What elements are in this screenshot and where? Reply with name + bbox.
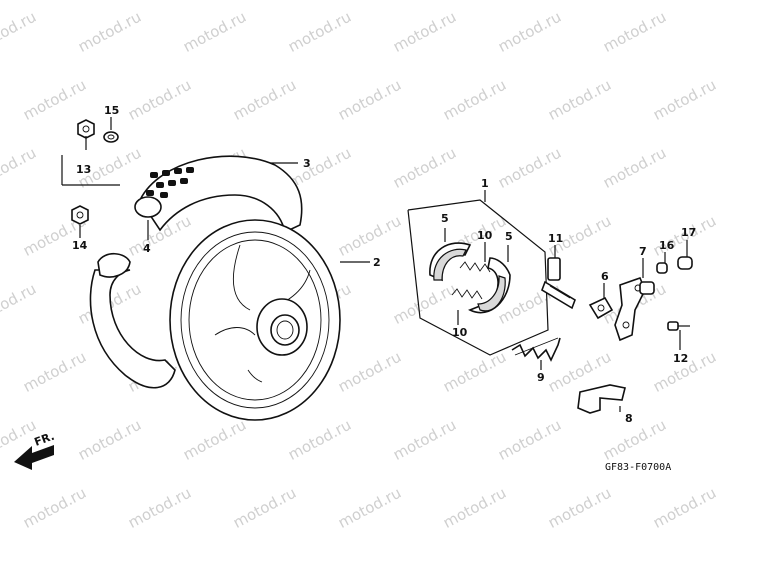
spring-part-10-lower <box>451 288 483 300</box>
callout-8: 8 <box>625 412 633 425</box>
rim-part-2 <box>169 219 341 421</box>
brake-arm-part-7 <box>614 276 655 342</box>
callout-7: 7 <box>639 245 647 258</box>
brake-assembly-bracket <box>407 199 549 356</box>
callout-3: 3 <box>303 157 311 170</box>
nut-part-13 <box>77 119 95 139</box>
brake-shoe-part-5b <box>468 257 511 314</box>
callout-13: 13 <box>76 163 91 176</box>
tire-part-3 <box>134 155 303 234</box>
washer-part-15 <box>103 131 119 143</box>
nut-part-17 <box>677 256 693 270</box>
callout-10b: 10 <box>452 326 468 339</box>
nut-part-14 <box>71 205 89 225</box>
pin-part-16 <box>656 262 668 274</box>
bolt-part-12 <box>667 321 690 331</box>
callout-11: 11 <box>548 232 563 245</box>
spring-part-9 <box>511 337 561 362</box>
brake-shoe-part-5a <box>429 242 472 282</box>
leader-lines <box>61 117 688 412</box>
callout-4: 4 <box>143 242 151 255</box>
callout-1: 1 <box>481 177 489 190</box>
cable-bracket-part-8 <box>577 384 626 414</box>
callout-14: 14 <box>72 239 88 252</box>
callout-9: 9 <box>537 371 545 384</box>
callout-16: 16 <box>659 239 675 252</box>
front-direction-arrow <box>14 445 54 470</box>
callout-15: 15 <box>104 104 119 117</box>
figure-code: GF83-F0700A <box>605 462 671 473</box>
cam-part-11 <box>541 257 576 310</box>
plate-part-6 <box>588 296 614 320</box>
callout-12: 12 <box>673 352 688 365</box>
spring-part-10-upper <box>459 261 491 273</box>
callout-17: 17 <box>681 226 696 239</box>
callout-5b: 5 <box>505 230 513 243</box>
callout-10a: 10 <box>477 229 493 242</box>
tube-part-4 <box>89 252 176 389</box>
callout-6: 6 <box>601 270 609 283</box>
callout-5a: 5 <box>441 212 449 225</box>
callout-2: 2 <box>373 256 381 269</box>
